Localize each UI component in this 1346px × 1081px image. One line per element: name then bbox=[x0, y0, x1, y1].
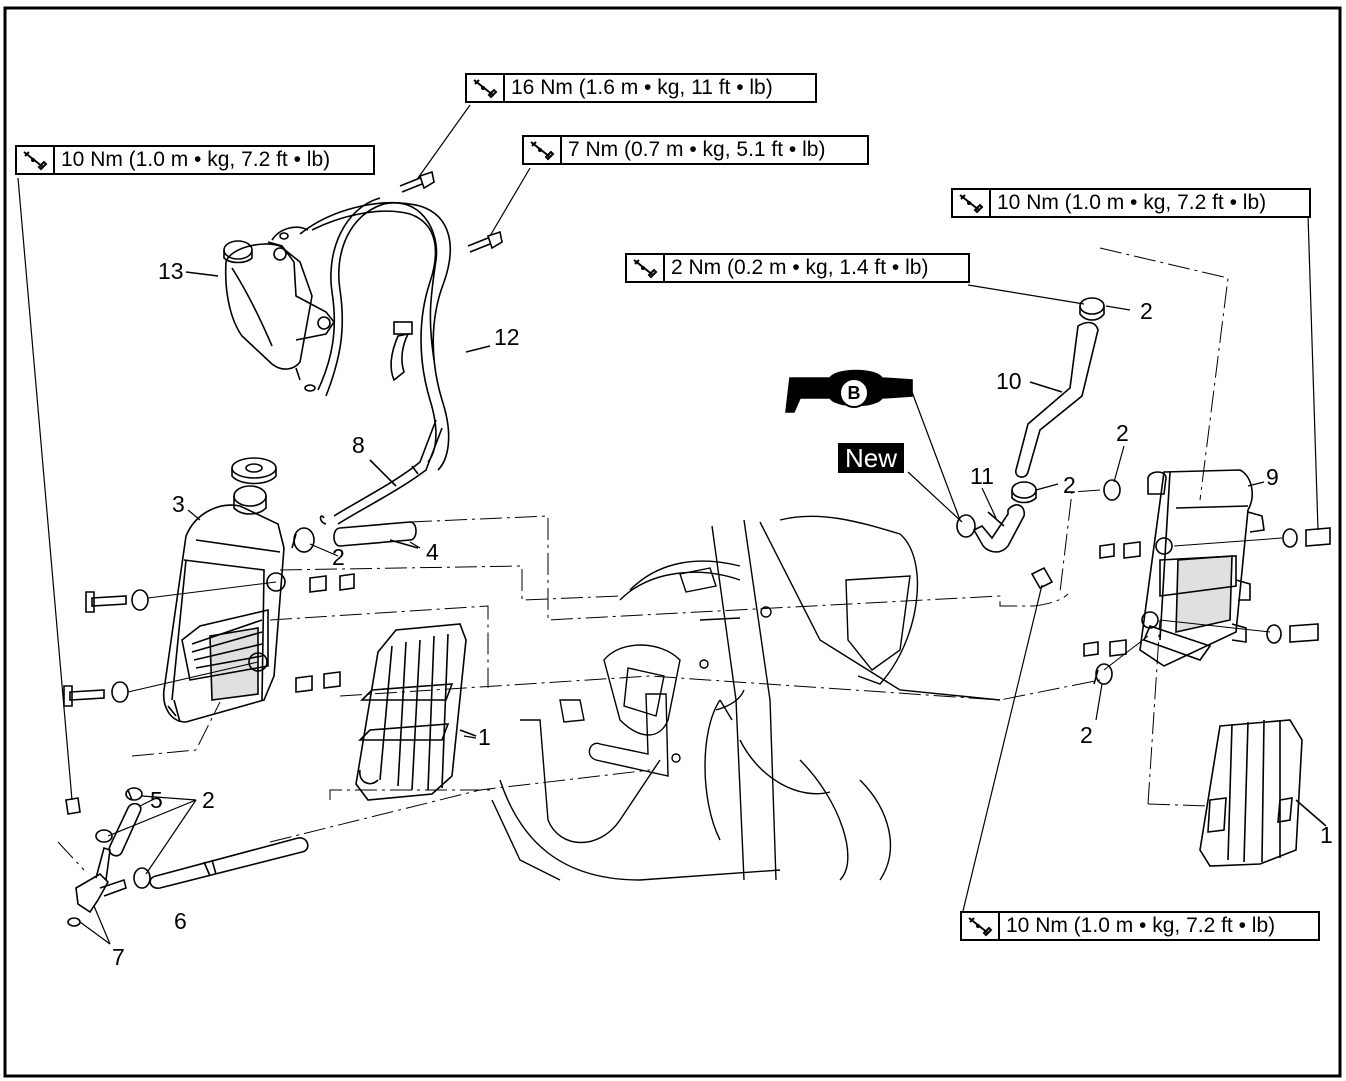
callout-2: 2 bbox=[202, 787, 215, 813]
callout-10: 10 bbox=[996, 368, 1022, 394]
torque-wrench-icon bbox=[962, 913, 1000, 939]
callout-7: 7 bbox=[112, 944, 125, 970]
callout-2: 2 bbox=[1140, 298, 1153, 324]
hose-8 bbox=[319, 419, 443, 525]
callout-leaders bbox=[79, 305, 1265, 945]
torque-wrench-icon bbox=[467, 75, 505, 101]
motorcycle-frame bbox=[491, 515, 1001, 881]
callout-1: 1 bbox=[478, 724, 491, 750]
torque-spec-text: 10 Nm (1.0 m • kg, 7.2 ft • lb) bbox=[61, 148, 331, 171]
torque-spec-2nm: 2 Nm (0.2 m • kg, 1.4 ft • lb) bbox=[625, 253, 970, 283]
callout-5: 5 bbox=[150, 787, 163, 813]
callout-11: 11 bbox=[970, 463, 994, 489]
hose-6 bbox=[133, 837, 309, 889]
callout-9: 9 bbox=[1266, 464, 1279, 490]
radiator-cap bbox=[231, 457, 277, 485]
torque-spec-7nm: 7 Nm (0.7 m • kg, 5.1 ft • lb) bbox=[522, 135, 869, 165]
fitting-7 bbox=[65, 797, 127, 927]
torque-leaders bbox=[17, 104, 1319, 916]
callout-13: 13 bbox=[158, 258, 184, 284]
reservoir-tank-13 bbox=[185, 232, 335, 392]
torque-spec-16nm: 16 Nm (1.6 m • kg, 11 ft • lb) bbox=[465, 73, 817, 103]
callout-2: 2 bbox=[1116, 420, 1129, 446]
torque-spec-text: 2 Nm (0.2 m • kg, 1.4 ft • lb) bbox=[671, 256, 929, 279]
hose-11 bbox=[956, 481, 1054, 590]
callout-2: 2 bbox=[332, 544, 345, 570]
callout-6: 6 bbox=[174, 908, 187, 934]
torque-wrench-icon bbox=[17, 147, 55, 173]
new-part-badge: New bbox=[838, 443, 905, 473]
radiator-guard-right-1 bbox=[1199, 719, 1327, 867]
right-radiator-hardware bbox=[1083, 527, 1331, 685]
lubricant-b-icon: B bbox=[839, 378, 869, 408]
torque-wrench-icon bbox=[524, 137, 562, 163]
clamp-and-hose-4 bbox=[291, 521, 419, 553]
torque-wrench-icon bbox=[953, 190, 991, 216]
callout-8: 8 bbox=[352, 432, 365, 458]
radiator-guard-left-1 bbox=[355, 623, 477, 801]
torque-spec-text: 16 Nm (1.6 m • kg, 11 ft • lb) bbox=[511, 76, 773, 99]
torque-spec-text: 7 Nm (0.7 m • kg, 5.1 ft • lb) bbox=[568, 138, 826, 161]
callout-2: 2 bbox=[1080, 722, 1093, 748]
torque-spec-text: 10 Nm (1.0 m • kg, 7.2 ft • lb) bbox=[1006, 914, 1276, 937]
torque-wrench-icon bbox=[627, 255, 665, 281]
callout-3: 3 bbox=[172, 491, 185, 517]
left-radiator-hardware bbox=[63, 573, 355, 707]
torque-spec-10nm-left: 10 Nm (1.0 m • kg, 7.2 ft • lb) bbox=[15, 145, 375, 175]
page-frame bbox=[3, 6, 1342, 1078]
left-radiator-3 bbox=[162, 485, 286, 723]
callout-1: 1 bbox=[1320, 822, 1333, 848]
callout-12: 12 bbox=[494, 324, 520, 350]
hose-10 bbox=[1015, 297, 1105, 478]
right-radiator-9 bbox=[1103, 469, 1283, 671]
overflow-hose-12 bbox=[271, 197, 491, 471]
assembly-lines bbox=[57, 247, 1229, 871]
hose-5 bbox=[108, 787, 143, 857]
torque-spec-10nm-bottom: 10 Nm (1.0 m • kg, 7.2 ft • lb) bbox=[960, 911, 1320, 941]
callout-2: 2 bbox=[1063, 472, 1076, 498]
reservoir-bolts bbox=[399, 170, 503, 253]
lubricant-b-label: B bbox=[847, 382, 861, 403]
torque-spec-10nm-right-top: 10 Nm (1.0 m • kg, 7.2 ft • lb) bbox=[951, 188, 1311, 218]
callout-4: 4 bbox=[426, 539, 439, 565]
torque-spec-text: 10 Nm (1.0 m • kg, 7.2 ft • lb) bbox=[997, 191, 1267, 214]
